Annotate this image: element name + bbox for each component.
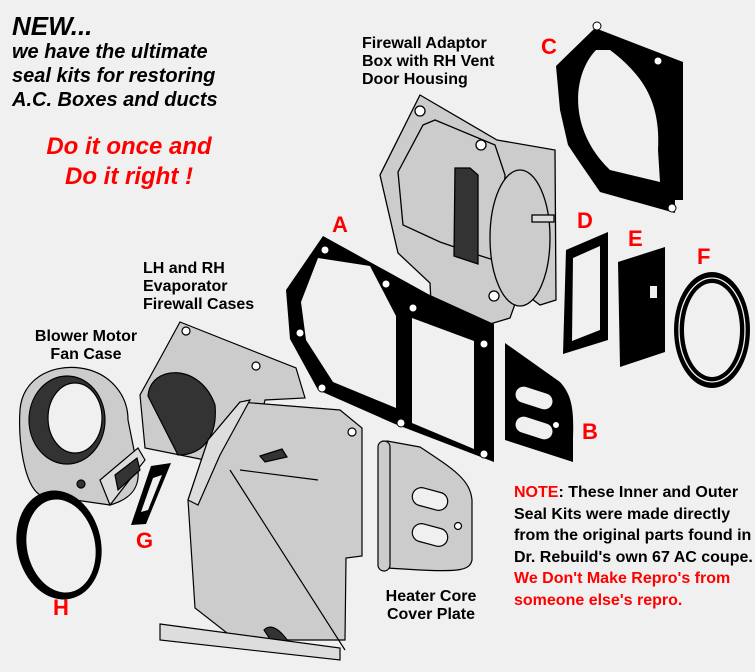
seal-e: [618, 247, 665, 367]
label-line: Fan Case: [50, 346, 122, 363]
label-line: Firewall Adaptor: [362, 35, 487, 52]
label-line: Heater Core: [385, 588, 477, 605]
label-line: Door Housing: [362, 71, 468, 88]
seal-g: [131, 463, 171, 525]
label-line: Evaporator: [143, 278, 228, 295]
note-body: These Inner and Outer Seal Kits were mad…: [514, 484, 753, 566]
seal-b: [505, 343, 574, 462]
letter-g: G: [136, 528, 154, 553]
label-line: Box with RH Vent: [362, 53, 495, 70]
seal-c: [556, 21, 683, 213]
label-heater-core: Heater Core Cover Plate: [376, 588, 486, 624]
headline-new: NEW...: [12, 11, 93, 41]
headline-line: we have the ultimate: [12, 41, 208, 63]
heater-core-cover-plate: [377, 440, 473, 572]
blower-motor-fan-case: [19, 366, 146, 507]
label-firewall-adaptor: Firewall Adaptor Box with RH Vent Door H…: [362, 35, 494, 89]
label-line: LH and RH: [143, 260, 225, 277]
letter-a: A: [332, 212, 348, 237]
label-line: Cover Plate: [386, 606, 476, 623]
label-line: Firewall Cases: [143, 296, 255, 313]
note-colon: :: [558, 484, 564, 501]
letter-b: B: [582, 419, 598, 444]
slogan: Do it once and Do it right !: [24, 132, 234, 192]
label-evaporator-cases: LH and RH Evaporator Firewall Cases: [143, 260, 254, 314]
note-label: NOTE: [514, 484, 559, 501]
letter-h: H: [53, 595, 69, 620]
slogan-line: Do it right !: [65, 163, 193, 190]
label-blower-motor: Blower Motor Fan Case: [26, 328, 146, 364]
headline-line: seal kits for restoring: [12, 65, 216, 87]
evaporator-firewall-cases: [139, 321, 363, 661]
firewall-adaptor-box: [379, 94, 557, 331]
headline: NEW... we have the ultimate seal kits fo…: [12, 12, 218, 112]
letter-f: F: [697, 244, 711, 269]
letter-d: D: [577, 208, 593, 233]
note-emphasis: We Don't Make Repro's from someone else'…: [514, 570, 731, 609]
seal-f: [674, 272, 750, 388]
letter-c: C: [541, 34, 557, 59]
seal-h: [16, 490, 102, 600]
label-line: Blower Motor: [34, 328, 138, 345]
seal-d: [563, 232, 608, 354]
slogan-line: Do it once and: [46, 133, 212, 160]
note-text: NOTE: These Inner and Outer Seal Kits we…: [514, 482, 754, 611]
seal-a: [286, 236, 494, 462]
letter-e: E: [628, 226, 643, 251]
headline-line: A.C. Boxes and ducts: [12, 89, 218, 111]
